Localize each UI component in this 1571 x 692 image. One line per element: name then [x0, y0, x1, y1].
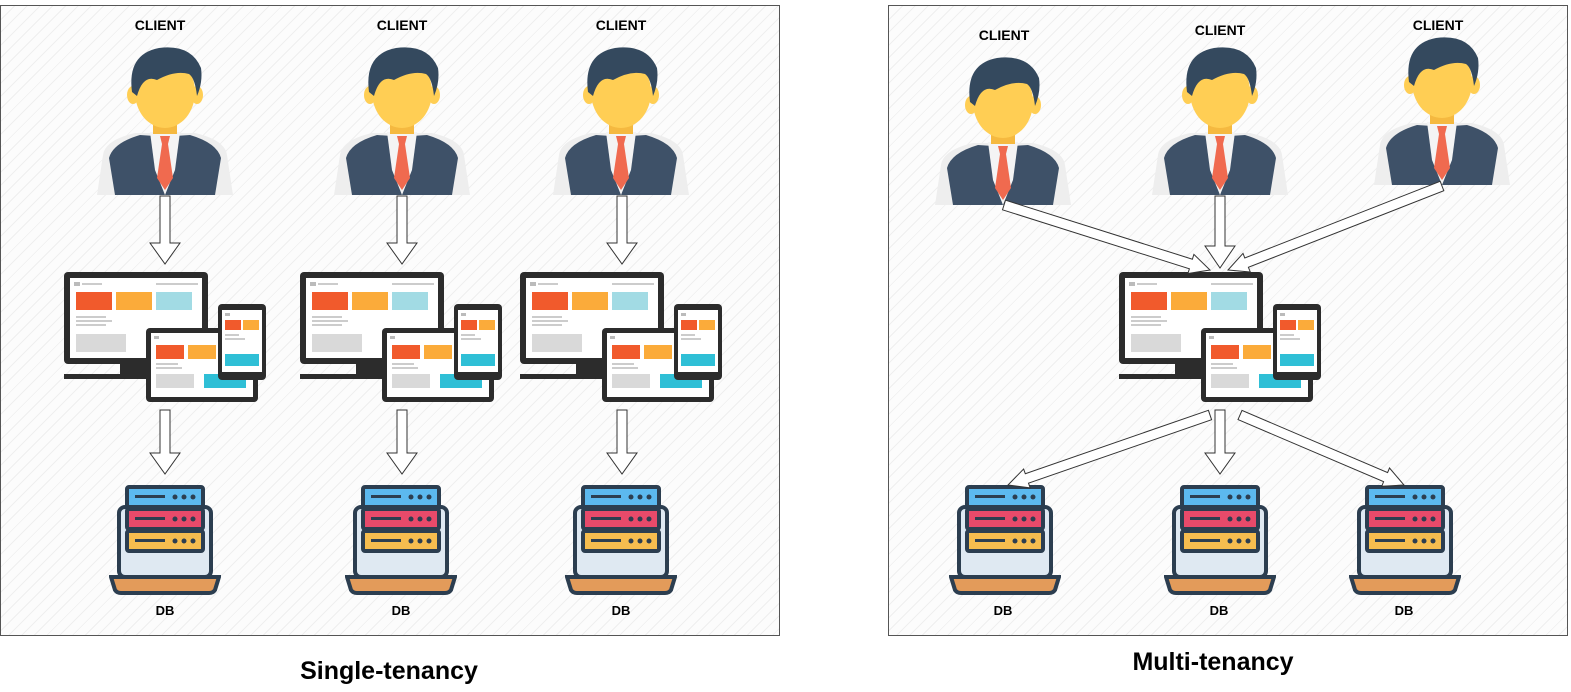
arrow [149, 409, 181, 475]
db-label: DB [391, 603, 411, 618]
client-label: CLIENT [595, 17, 647, 33]
db-label: DB [993, 603, 1013, 618]
arrow [149, 195, 181, 265]
single-tenancy-caption: Single-tenancy [300, 657, 478, 685]
client-label: CLIENT [1194, 22, 1246, 38]
arrow [1237, 409, 1406, 487]
arrow [1006, 409, 1213, 489]
arrow [386, 409, 418, 475]
arrow [386, 195, 418, 265]
client-label: CLIENT [134, 17, 186, 33]
arrow [1204, 409, 1236, 475]
arrow [1001, 199, 1212, 275]
client-label: CLIENT [978, 27, 1030, 43]
arrow [606, 195, 638, 265]
client-label: CLIENT [376, 17, 428, 33]
arrow [1204, 195, 1236, 269]
db-label: DB [1209, 603, 1229, 618]
db-label: DB [155, 603, 175, 618]
db-label: DB [1394, 603, 1414, 618]
db-label: DB [611, 603, 631, 618]
arrow [1226, 180, 1445, 273]
client-label: CLIENT [1412, 17, 1464, 33]
arrow [606, 409, 638, 475]
multi-tenancy-caption: Multi-tenancy [1132, 648, 1294, 676]
